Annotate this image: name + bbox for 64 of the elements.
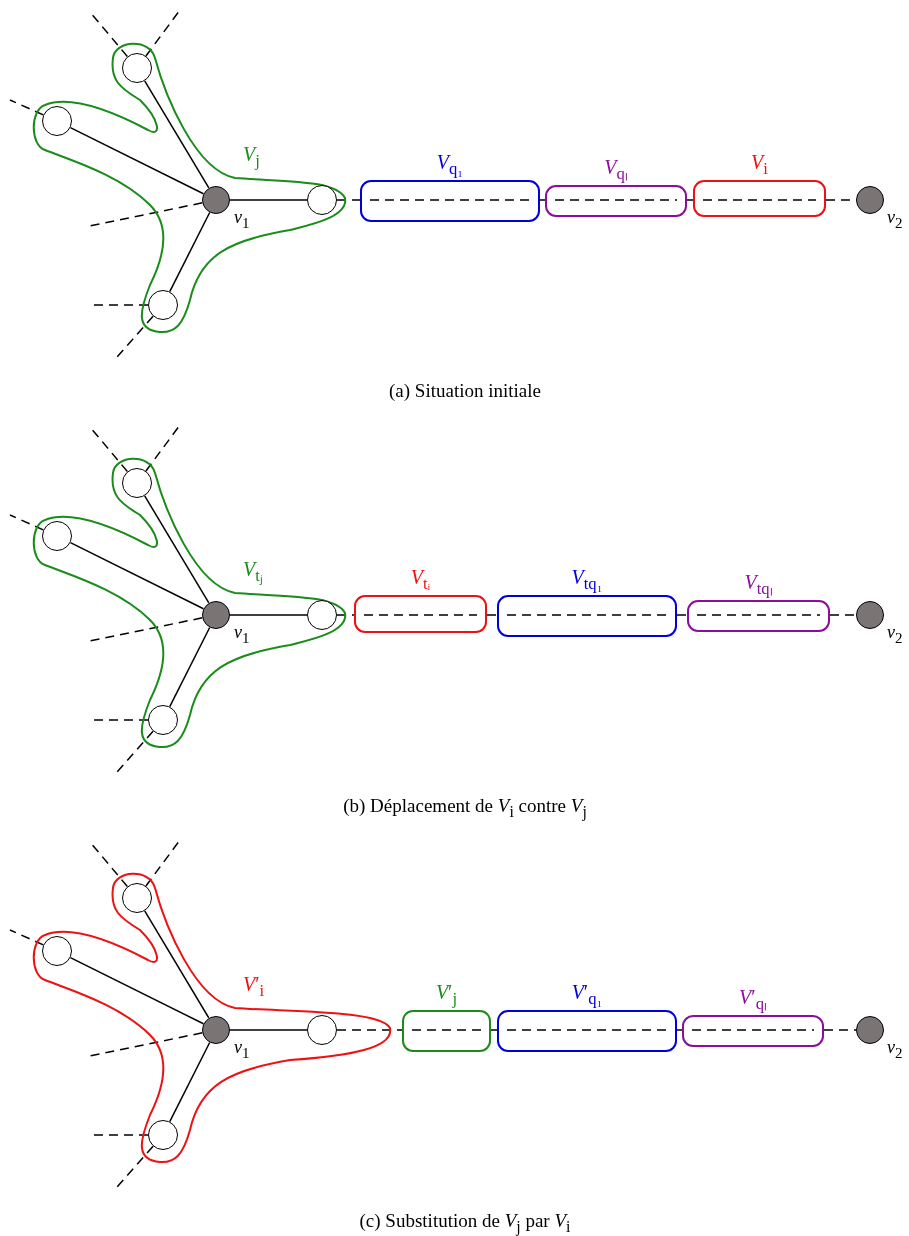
vertex-circle	[42, 521, 72, 551]
edge-line	[229, 1029, 308, 1031]
edge-line	[169, 1041, 211, 1123]
vertex-label: v$_{1}$	[234, 206, 250, 233]
dashed-edge	[686, 199, 694, 201]
figure-caption: (a) Situation initiale	[389, 380, 541, 402]
dashed-edge	[539, 199, 546, 201]
edge-line	[143, 80, 210, 189]
vertex-circle	[148, 705, 178, 735]
vertex-label: v$_{2}$	[887, 1036, 903, 1063]
vertex-circle	[122, 53, 152, 83]
vertex-circle	[122, 468, 152, 498]
vertex-circle	[307, 600, 337, 630]
edge-line	[229, 614, 308, 616]
vertex-label: v$_{1}$	[234, 1036, 250, 1063]
dashed-edge	[116, 730, 154, 773]
edge-line	[143, 495, 210, 604]
vertex-label: v$_{1}$	[234, 621, 250, 648]
edge-line	[69, 126, 205, 195]
dashed-edge	[9, 929, 45, 946]
edge-line	[69, 956, 205, 1025]
edge-line	[169, 211, 211, 293]
region-label: V$_{j}$	[243, 143, 260, 172]
region-label: V′$_{i}$	[243, 973, 265, 1002]
dashed-edge	[145, 424, 181, 472]
dashed-edge	[145, 839, 181, 887]
dashed-edge	[116, 1145, 154, 1188]
vertex-circle	[42, 936, 72, 966]
vertex-circle	[122, 883, 152, 913]
vertex-circle	[307, 1015, 337, 1045]
dashed-edge	[823, 1029, 857, 1031]
dashed-edge	[9, 99, 45, 116]
vertex-circle	[307, 185, 337, 215]
vertex-label: v$_{2}$	[887, 621, 903, 648]
dashed-edge	[676, 614, 688, 616]
figure-caption: (c) Substitution de V$_{j}$ par V$_{i}$	[359, 1210, 571, 1236]
group-label: V$_{i}$	[751, 151, 768, 180]
edge-line	[143, 910, 210, 1019]
dashed-edge	[9, 514, 45, 531]
edge-line	[169, 626, 211, 708]
dashed-edge	[336, 614, 355, 616]
group-label: V′$_{q₁}$	[571, 981, 603, 1010]
group-label: V$_{tq₁}$	[571, 566, 603, 595]
group-label: V′$_{j}$	[435, 981, 458, 1010]
edge-line	[69, 541, 205, 610]
dashed-edge	[116, 315, 154, 358]
dashed-edge	[490, 1029, 498, 1031]
group-label: V$_{tᵢ}$	[410, 566, 431, 595]
figure-caption: (b) Déplacement de V$_{i}$ contre V$_{j}$	[343, 795, 587, 823]
region-label: V$_{tⱼ}$	[243, 558, 263, 587]
vertex-circle	[148, 1120, 178, 1150]
group-label: V′$_{qₗ}$	[739, 986, 767, 1015]
group-label: V$_{q₁}$	[436, 151, 464, 180]
dashed-edge	[829, 614, 857, 616]
dashed-edge	[145, 9, 181, 57]
group-label: V$_{tqₗ}$	[744, 571, 773, 600]
vertex-label: v$_{2}$	[887, 206, 903, 233]
vertex-circle	[42, 106, 72, 136]
dashed-edge	[336, 199, 361, 201]
dashed-edge	[676, 1029, 683, 1031]
vertex-circle	[148, 290, 178, 320]
group-label: V$_{qₗ}$	[604, 156, 628, 185]
dashed-edge	[486, 614, 498, 616]
edge-line	[229, 199, 308, 201]
